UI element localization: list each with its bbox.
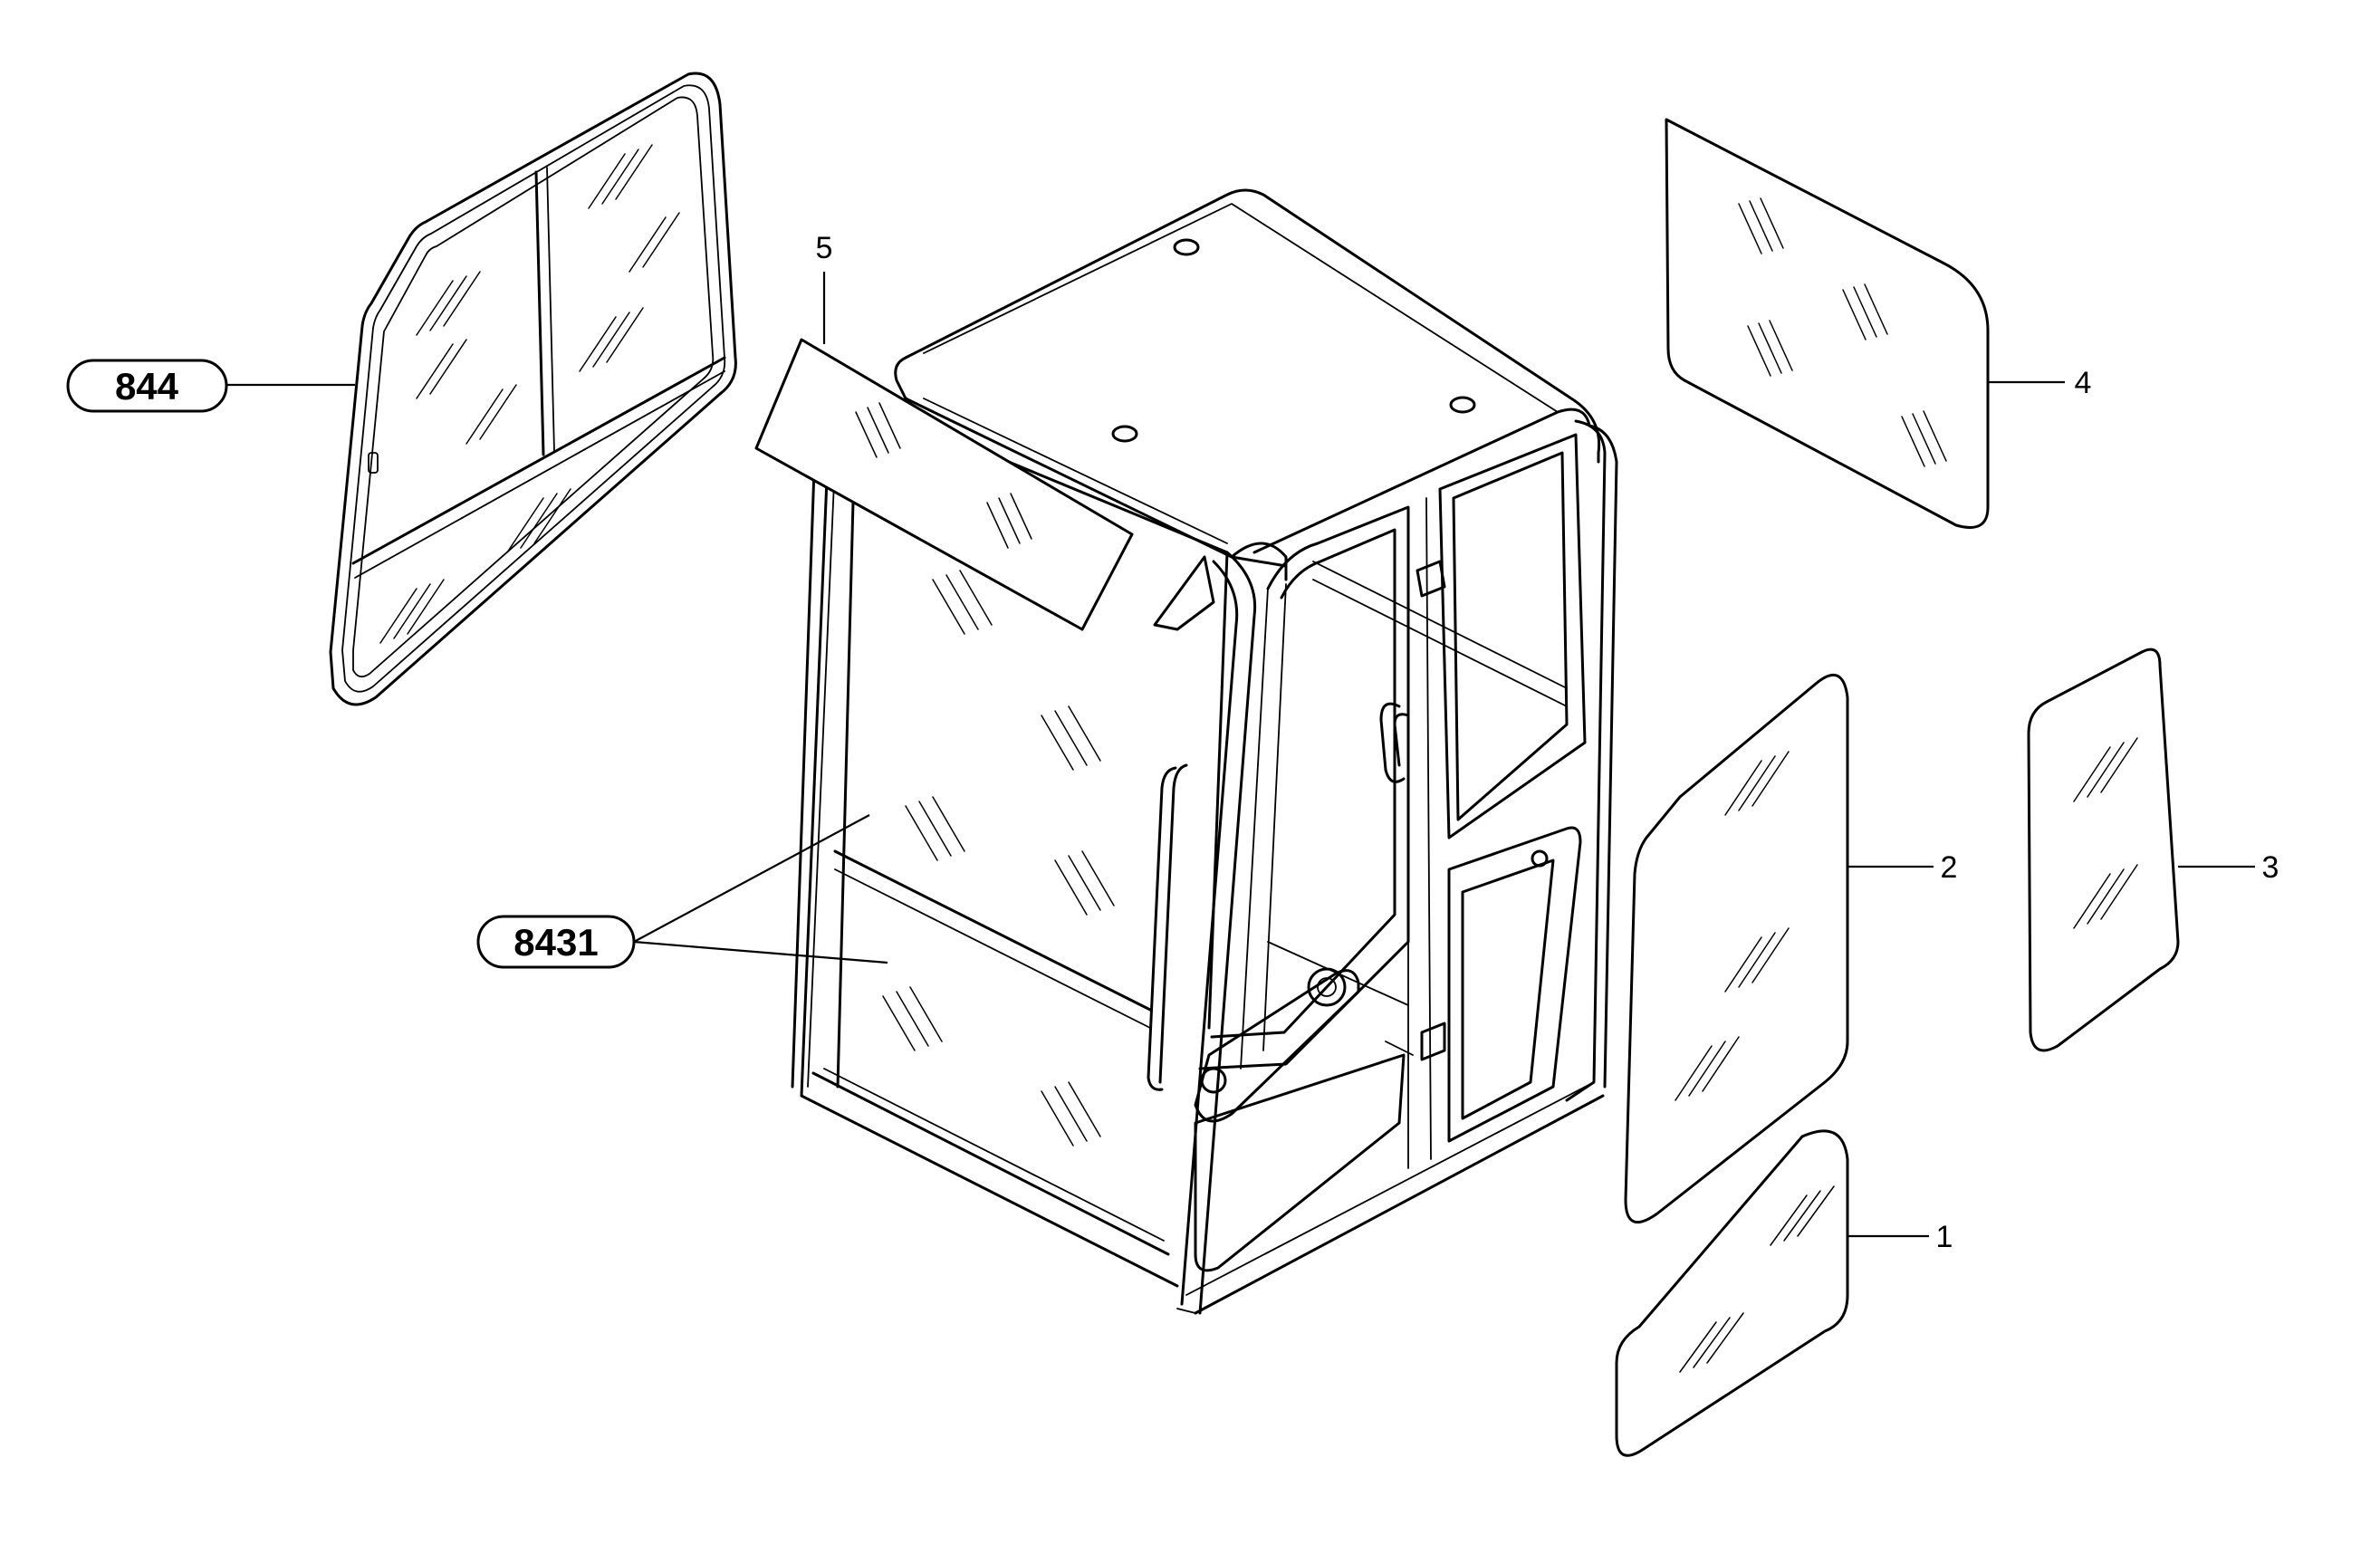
item-5-label: 5 [816, 231, 833, 265]
callout-844-label: 844 [115, 365, 179, 408]
leader-lines [226, 272, 2255, 1238]
door-hinge-icon [1416, 560, 1446, 598]
leader-8431-upper [633, 814, 870, 943]
door-hinge-icon [1420, 1022, 1446, 1061]
leader-8431-lower [633, 940, 888, 964]
glass-panel-4 [1665, 118, 1990, 529]
side-window-assembly-844 [329, 72, 737, 706]
operator-cab [791, 188, 1618, 1315]
roof-bolt-icon [1173, 238, 1200, 256]
callout-8431-label: 8431 [513, 921, 598, 964]
latch-icon [1531, 849, 1549, 868]
roof-glass-panel [754, 338, 1134, 631]
callout-844[interactable]: 844 [66, 359, 228, 413]
item-1-label: 1 [1936, 1220, 1953, 1254]
item-3-label: 3 [2262, 850, 2279, 885]
roof-bolt-icon [1449, 396, 1476, 414]
glass-panel-1 [1615, 1129, 1849, 1457]
callout-8431[interactable]: 8431 [476, 915, 636, 969]
glass-panel-3 [2027, 648, 2180, 1052]
item-4-label: 4 [2075, 366, 2092, 400]
glass-panel-2 [1624, 674, 1849, 1223]
roof-bolt-icon [1111, 425, 1138, 443]
item-2-label: 2 [1941, 850, 1958, 885]
